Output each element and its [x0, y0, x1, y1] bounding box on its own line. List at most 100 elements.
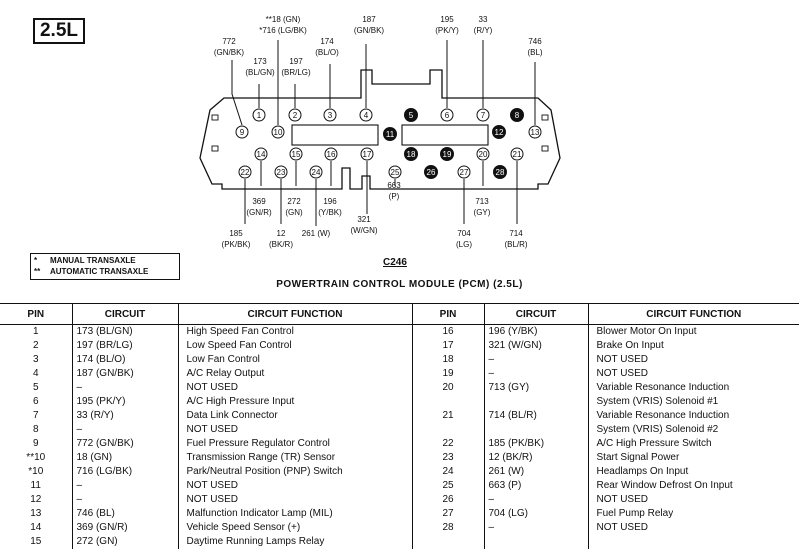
circuit-cell	[483, 535, 588, 549]
function-cell: A/C High Pressure Switch	[587, 437, 799, 451]
circuit-cell: 18 (GN)	[71, 451, 178, 465]
pin-15: 15	[289, 147, 303, 161]
pin-cell: 27	[411, 507, 484, 521]
pin-10: 10	[271, 125, 285, 139]
pin-cell	[411, 423, 484, 437]
circuit-cell: 772 (GN/BK)	[71, 437, 178, 451]
connector-id: C246	[383, 257, 407, 268]
housing-latch	[541, 114, 549, 121]
wire-label-line: 746	[528, 37, 542, 46]
wire-label: 713(GY)	[474, 197, 491, 217]
function-cell: NOT USED	[177, 493, 412, 507]
pin-cell: 25	[411, 479, 484, 493]
function-cell: System (VRIS) Solenoid #2	[587, 423, 799, 437]
pin-number: 5	[409, 111, 414, 120]
wire-label-line: (GN/R)	[246, 208, 272, 217]
wire-label: 173(BL/GN)	[245, 57, 275, 77]
wire-label-line: (BK/R)	[269, 240, 293, 249]
function-cell: Rear Window Defrost On Input	[587, 479, 799, 493]
pin-cell: 15	[30, 536, 42, 547]
pin-cell: 6	[32, 396, 39, 407]
pin-number: 20	[479, 150, 488, 159]
function-cell: NOT USED	[177, 479, 412, 493]
pin-number: 1	[257, 111, 262, 120]
pin-cell: 11	[30, 480, 41, 491]
pin-number: 7	[481, 111, 486, 120]
circuit-cell: –	[483, 367, 588, 381]
circuit-cell: 663 (P)	[483, 479, 588, 493]
pin-number: 12	[495, 128, 504, 137]
header-pin-2: PIN	[411, 303, 484, 325]
circuit-cell: 187 (GN/BK)	[71, 367, 178, 381]
circuit-cell: 185 (PK/BK)	[483, 437, 588, 451]
connector-housing	[199, 69, 561, 190]
function-cell: A/C High Pressure Input	[177, 395, 412, 409]
pin-number: 13	[531, 128, 540, 137]
pin-number: 23	[277, 168, 286, 177]
pin-17: 17	[360, 147, 374, 161]
pin-number: 28	[496, 168, 505, 177]
wire-labels: **18 (GN)*716 (LG/BK)187(GN/BK)195(PK/Y)…	[214, 15, 543, 249]
pin-circle	[493, 165, 507, 179]
wire-label-line: 187	[362, 15, 376, 24]
wire-label: 772(GN/BK)	[214, 37, 245, 57]
wire-label: 704(LG)	[456, 229, 472, 249]
pin-circle	[309, 165, 323, 179]
pin-cell: **10	[26, 452, 46, 463]
housing-latch	[211, 114, 219, 121]
wire-label: 185(PK/BK)	[222, 229, 251, 249]
circuit-cell: 12 (BK/R)	[483, 451, 588, 465]
pin-4: 4	[359, 108, 373, 122]
pin-number: 26	[427, 168, 436, 177]
pin-13: 13	[528, 125, 542, 139]
wire-label-line: (W/GN)	[350, 226, 377, 235]
circuit-cell: –	[483, 353, 588, 367]
pin-circle	[476, 147, 490, 161]
wire-label-line: *716 (LG/BK)	[259, 26, 307, 35]
wire-label-line: 195	[440, 15, 454, 24]
pin-7: 7	[476, 108, 490, 122]
housing-latch	[541, 145, 549, 152]
wire-label-line: 714	[509, 229, 523, 238]
wire-label: 261 (W)	[302, 229, 331, 238]
diagram-caption: POWERTRAIN CONTROL MODULE (PCM) (2.5L)	[276, 279, 523, 290]
pin-circle	[528, 125, 542, 139]
header-circuit: CIRCUIT	[71, 303, 178, 325]
pin-3: 3	[323, 108, 337, 122]
wire-label-line: (BL/O)	[315, 48, 339, 57]
wire-label-line: (Y/BK)	[318, 208, 342, 217]
pin-28: 28	[493, 165, 507, 179]
pin-cell: 22	[411, 437, 484, 451]
function-cell: Data Link Connector	[177, 409, 412, 423]
wire-label: 746(BL)	[527, 37, 542, 57]
pin-number: 10	[274, 128, 283, 137]
wire-label-line: (PK/Y)	[435, 26, 459, 35]
pin-number: 8	[515, 111, 520, 120]
pin-number: 19	[443, 150, 452, 159]
wire-label: 196 (Y/BK)	[318, 197, 342, 217]
function-cell: System (VRIS) Solenoid #1	[587, 395, 799, 409]
pin-cell: 18	[411, 353, 484, 367]
connector-slot-right	[401, 124, 489, 146]
pin-cell: 3	[32, 354, 39, 365]
function-cell: Variable Resonance Induction	[587, 409, 799, 423]
legend-item-automatic: **AUTOMATIC TRANSAXLE	[34, 267, 149, 276]
circuit-cell	[483, 423, 588, 437]
pin-circle	[476, 108, 490, 122]
connector-body	[199, 69, 561, 190]
pin-cell: 2	[32, 340, 39, 351]
function-cell: Brake On Input	[587, 339, 799, 353]
pin-cell: 26	[411, 493, 484, 507]
pin-circle	[424, 165, 438, 179]
wire-label-line: 663	[387, 181, 401, 190]
pin-cell: 4	[32, 368, 39, 379]
wire-label-line: 196	[323, 197, 337, 206]
pin-26: 26	[424, 165, 438, 179]
